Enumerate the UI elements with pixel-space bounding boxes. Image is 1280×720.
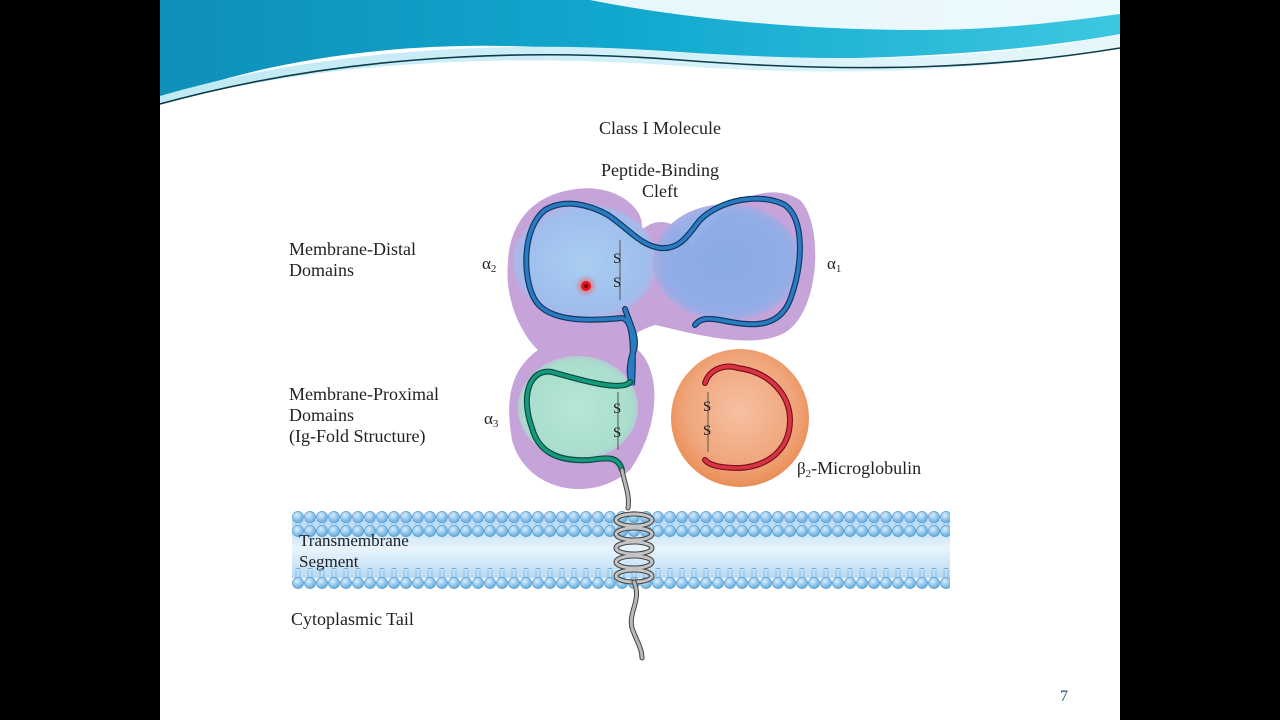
disulfide-s-beta2-bottom: S <box>703 423 712 439</box>
proximal-label-line3: (Ig-Fold Structure) <box>289 426 426 446</box>
alpha3-subscript: 3 <box>492 418 499 430</box>
diagram-title: Class I Molecule <box>599 118 721 138</box>
beta2-microglobulin-label: β2-Microglobulin <box>797 458 921 485</box>
alpha1-symbol: α <box>827 254 836 273</box>
proximal-label-line2: Domains <box>289 405 354 425</box>
slide-page-number: 7 <box>1060 688 1068 705</box>
alpha1-subscript: 1 <box>835 263 842 275</box>
transmembrane-segment-label: Transmembrane Segment <box>299 530 409 572</box>
transmembrane-label-line2: Segment <box>299 552 359 571</box>
alpha3-symbol: α <box>484 409 493 428</box>
alpha3-label: α3 <box>484 408 498 435</box>
proximal-label-line1: Membrane-Proximal <box>289 384 439 404</box>
peptide-binding-cleft-label: Peptide-Binding Cleft <box>560 160 760 202</box>
disulfide-s-beta2-top: S <box>703 399 712 415</box>
beta-symbol: β <box>797 459 806 478</box>
alpha2-label: α2 <box>482 253 496 280</box>
transmembrane-label-line1: Transmembrane <box>299 531 409 550</box>
distal-label-line1: Membrane-Distal <box>289 239 416 259</box>
cleft-label-line2: Cleft <box>642 181 678 201</box>
alpha1-label: α1 <box>827 253 841 280</box>
laser-pointer-dot <box>581 281 591 291</box>
transmembrane-helix <box>613 467 655 661</box>
alpha-chain-envelope <box>507 188 816 490</box>
alpha-chain-backbone <box>523 195 803 473</box>
alpha2-symbol: α <box>482 254 491 273</box>
beta2-microglobulin-domain <box>671 349 809 487</box>
slide: Class I Molecule Peptide-Binding Cleft M… <box>160 0 1120 720</box>
membrane-distal-label: Membrane-Distal Domains <box>289 239 416 281</box>
microglobulin-text: -Microglobulin <box>811 458 922 478</box>
cleft-label-line1: Peptide-Binding <box>601 160 719 180</box>
beta2-subscript: 2 <box>805 468 812 480</box>
header-wave-decoration <box>160 0 1120 105</box>
cytoplasmic-tail-label: Cytoplasmic Tail <box>291 609 414 629</box>
disulfide-s-alpha2-top: S <box>613 251 622 267</box>
disulfide-s-alpha3-top: S <box>613 401 622 417</box>
disulfide-s-alpha2-bottom: S <box>613 275 622 291</box>
alpha2-subscript: 2 <box>490 263 497 275</box>
disulfide-s-alpha3-bottom: S <box>613 425 622 441</box>
mhc-class-i-diagram <box>292 188 950 661</box>
distal-label-line2: Domains <box>289 260 354 280</box>
membrane-proximal-label: Membrane-Proximal Domains (Ig-Fold Struc… <box>289 384 439 447</box>
